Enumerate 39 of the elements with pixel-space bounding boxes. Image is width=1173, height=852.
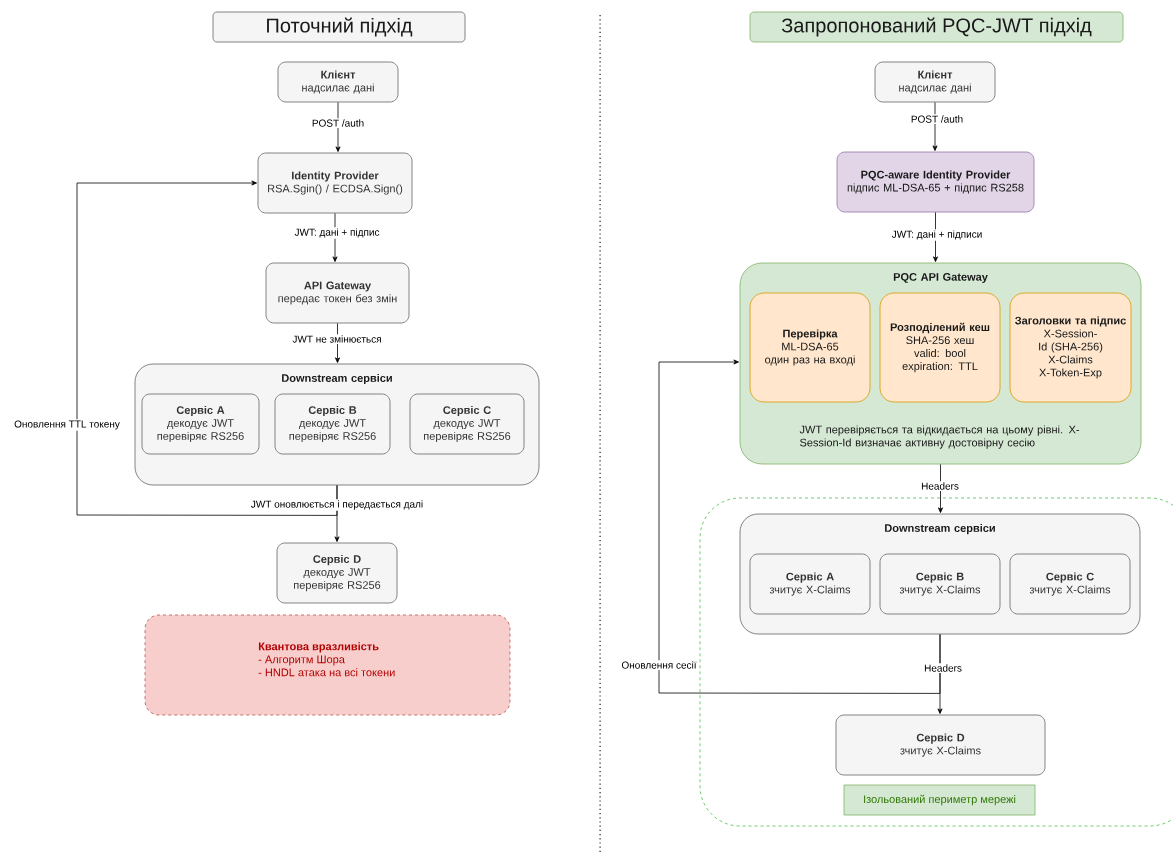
arrow — [938, 464, 943, 513]
perimeter-outline — [699, 497, 1173, 827]
service-box: Сервіс D зчитує X-Claims — [835, 714, 1046, 776]
edge-label: POST /auth — [310, 118, 366, 128]
arrow — [933, 212, 938, 262]
edge-label: Оновлення TTL токену — [12, 419, 122, 431]
process-box: PQC-aware Identity Provider підпис ML-DSA-65 + підпис RS258 — [836, 151, 1035, 213]
arrow — [658, 359, 941, 694]
service-box: Сервіс B зчитує X-Claims — [879, 553, 1001, 615]
edge-label: JWT не змінюється — [291, 334, 383, 344]
service-box: Сервіс D декодує JWT перевіряє RS256 — [276, 542, 398, 604]
edge-label: JWT оновлюється і передається далі — [249, 499, 425, 511]
process-box: Клієнт надсилає дані — [874, 61, 996, 103]
component-box: Перевірка ML-DSA-65 один раз на вході — [749, 292, 871, 403]
service-box: Сервіс A зчитує X-Claims — [749, 553, 871, 615]
edge-label: JWT: дані + підпис — [293, 227, 381, 239]
service-box: Сервіс C декодує JWT перевіряє RS256 — [409, 393, 525, 455]
edge-label: POST /auth — [909, 114, 965, 124]
component-box: Заголовки та підпис X-Session-Id (SHA-256) X-Claims X-Token-Exp — [1009, 292, 1132, 403]
perimeter-label: Ізольований периметр мережі — [843, 784, 1036, 816]
process-box: Identity Provider RSA.Sgin() / ECDSA.Sign() — [257, 152, 413, 214]
edge-label: Headers — [922, 663, 964, 673]
component-box: Розподілений кеш SHA-256 хеш valid: bool expiration: TTL — [879, 292, 1001, 403]
arrow — [335, 323, 340, 363]
service-box: Сервіс C зчитує X-Claims — [1009, 553, 1131, 615]
edge-label: Headers — [919, 481, 961, 491]
arrow — [335, 102, 341, 152]
title-box: Поточний підхід — [212, 11, 466, 43]
edge-label: Оновлення сесії — [620, 660, 698, 670]
edge-label: JWT: дані + підписи — [890, 229, 984, 241]
service-box: Сервіс B декодує JWT перевіряє RS256 — [274, 393, 391, 455]
arrow — [932, 102, 938, 151]
warning-box: Квантова вразливість - Алгоритм Шора - HNDL атака на всі токени — [144, 614, 511, 716]
arrow — [332, 213, 338, 262]
process-box: API Gateway передає токен без змін — [265, 262, 410, 324]
title-box: Запропонований PQC-JWT підхід — [749, 11, 1124, 43]
service-box: Сервіс A декодує JWT перевіряє RS256 — [141, 393, 260, 455]
process-box: Клієнт надсилає дані — [277, 61, 399, 103]
arrow — [76, 180, 338, 516]
